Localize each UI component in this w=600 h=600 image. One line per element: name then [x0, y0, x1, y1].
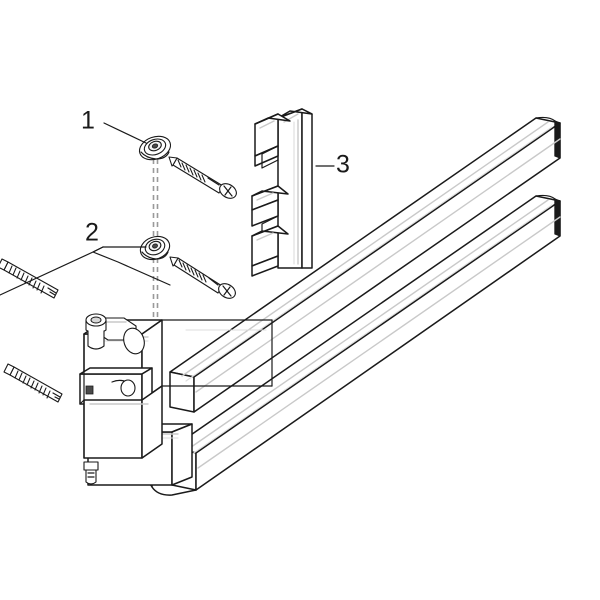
cap-washer-upper [138, 135, 172, 161]
wall-plug-upper [0, 258, 59, 299]
wall-mount-body [79, 313, 163, 459]
rail-bar-upper [169, 116, 561, 413]
callout-label-2: 2 [85, 219, 99, 247]
wall-plug-lower [3, 363, 63, 403]
mount-to-rail-guides [161, 319, 273, 387]
callout-label-1: 1 [81, 107, 95, 135]
grub-screw [83, 461, 99, 485]
leader-line-1 [103, 122, 147, 144]
callout-label-3: 3 [336, 151, 350, 179]
leader-line-2 [0, 246, 171, 296]
assembly-axis-dashed-line [152, 150, 159, 383]
screw-upper [168, 156, 237, 199]
notched-mounting-bracket [251, 108, 313, 277]
screw-lower [169, 256, 236, 299]
cap-washer-lower [139, 235, 171, 261]
socket-bolt [85, 313, 107, 350]
